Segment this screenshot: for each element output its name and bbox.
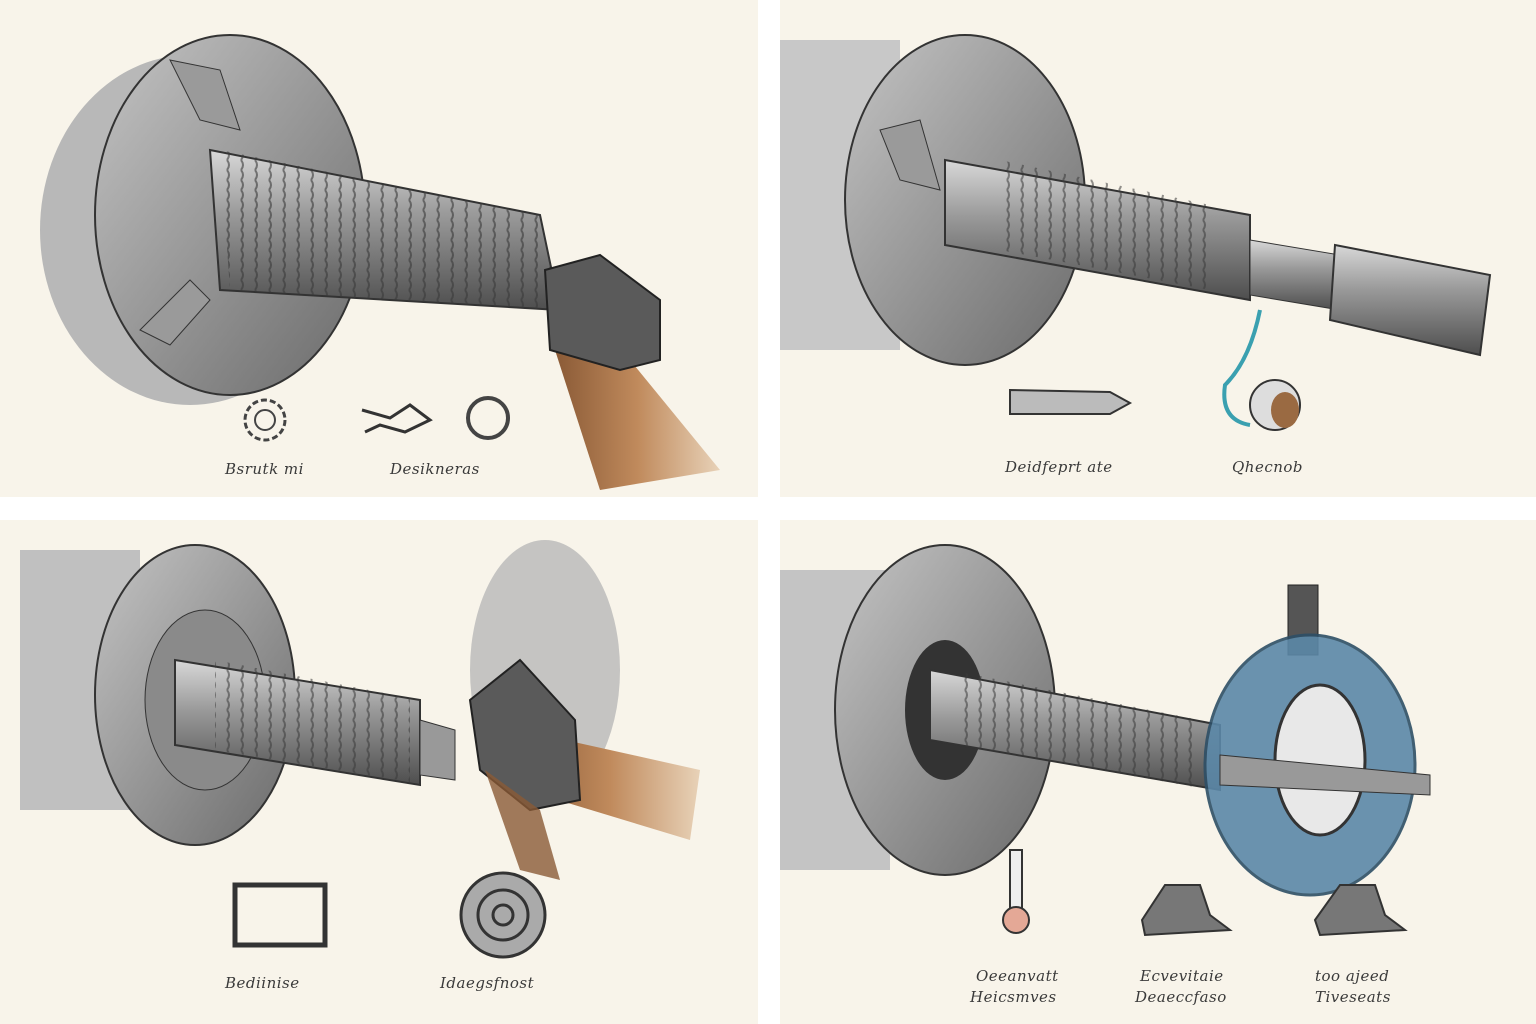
lathe-illustration <box>20 540 700 959</box>
thread-lines <box>215 660 410 782</box>
clamp-icon <box>1313 884 1408 937</box>
label: Ecvevitaie <box>1140 967 1224 985</box>
panel-shaft-with-mallet: Bediinise Idaegsfnost <box>0 520 758 1024</box>
tool-handle <box>555 350 720 490</box>
lathe-illustration <box>40 34 720 490</box>
shaft-extension <box>1219 754 1431 796</box>
coolant-drip <box>1222 309 1262 427</box>
chips-icon <box>361 403 433 434</box>
label: Qhecnob <box>1232 458 1304 476</box>
label: Desikneras <box>390 460 480 478</box>
square-frame-icon <box>232 882 328 948</box>
label: Oeeanvatt <box>976 967 1059 985</box>
label: too ajeed <box>1315 967 1390 985</box>
lathe-illustration <box>780 34 1492 431</box>
lathe-illustration <box>780 544 1431 937</box>
spiral-icon <box>243 398 287 442</box>
label: Deaeccfaso <box>1135 988 1227 1006</box>
chuck-jaw <box>879 119 941 191</box>
ring-gauge-hole <box>1273 683 1367 837</box>
ring-icon <box>466 396 510 440</box>
mallet-shadow <box>485 770 560 880</box>
shaft-end <box>1249 239 1341 311</box>
label: Idaegsfnost <box>440 974 535 992</box>
label: Deidfeprt ate <box>1005 458 1113 476</box>
mallet-head <box>468 658 582 812</box>
panel-threading-with-tool: Bsrutk mi Desikneras <box>0 0 758 497</box>
spiral-ring <box>476 888 530 942</box>
clamp-icon <box>1140 884 1233 937</box>
chuck-jaw <box>169 59 241 131</box>
panel-shaft-with-sleeve: Deidfeprt ate Qhecnob <box>780 0 1536 497</box>
tool-head <box>543 253 661 372</box>
spiral-icon <box>254 409 276 431</box>
spiral-ring <box>491 903 515 927</box>
tool-bit-icon <box>1009 388 1133 415</box>
label: Bediinise <box>225 974 300 992</box>
thermometer-bulb <box>1002 906 1030 934</box>
thread-lines <box>1000 160 1210 290</box>
label: Heicsmves <box>970 988 1057 1006</box>
chuck-jaw <box>139 279 211 346</box>
label: Bsrutk mi <box>225 460 304 478</box>
shaft-tip <box>419 719 456 781</box>
thermometer-icon <box>1009 849 1023 911</box>
sleeve <box>1328 243 1492 357</box>
thread-lines <box>960 672 1200 788</box>
bushing-core <box>1271 392 1299 428</box>
thread-lines <box>220 150 560 310</box>
panel-shaft-with-ring-gauge: Oeeanvatt Heicsmves Ecvevitaie Deaeccfas… <box>780 520 1536 1024</box>
label: Tiveseats <box>1315 988 1391 1006</box>
spiral-disc-icon <box>459 871 547 959</box>
